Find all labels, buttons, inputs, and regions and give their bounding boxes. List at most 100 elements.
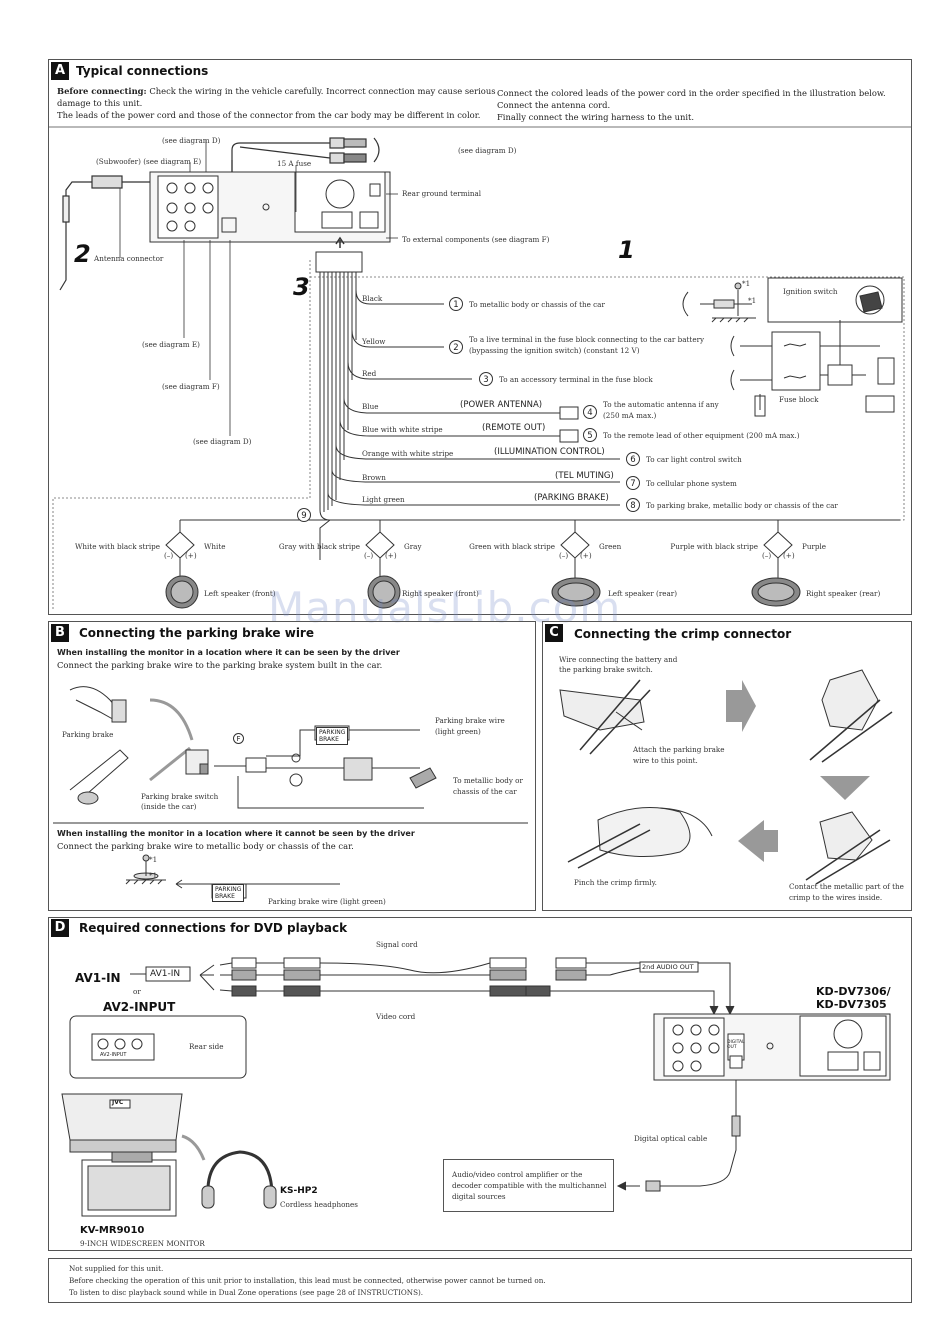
label-pb-switch-2: (inside the car): [141, 802, 197, 811]
wire-color-label: Brown: [362, 473, 386, 482]
label-see-e: (see diagram E): [142, 340, 200, 349]
wire-color-label: Light green: [362, 495, 405, 504]
label-pb-wire: Parking brake wire: [435, 716, 505, 725]
label-2nd-audio-out: 2nd AUDIO OUT: [642, 963, 694, 971]
label-or: or: [133, 987, 141, 996]
label-rear-side: Rear side: [189, 1042, 224, 1051]
pb-tag2-line-1: PARKING: [215, 886, 242, 893]
wire-color-label: Blue: [362, 402, 379, 411]
label-see-d-top: (see diagram D): [162, 136, 221, 145]
speaker-plus: (+): [185, 551, 197, 560]
speaker-minus: (–): [559, 551, 569, 560]
label-wire-conn: Wire connecting the battery and: [559, 655, 678, 664]
label-to-external: To external components (see diagram F): [402, 235, 550, 244]
speaker-positive-wire: Purple: [802, 542, 827, 551]
label-rear-ground: Rear ground terminal: [402, 189, 482, 198]
step-number-1: 1: [618, 236, 635, 264]
label-pb-switch: Parking brake switch: [141, 792, 219, 801]
label-contact-2: crimp to the wires inside.: [789, 893, 883, 902]
intro-line-2: damage to this unit.: [57, 98, 143, 108]
speaker-negative-wire: Purple with black stripe: [670, 542, 758, 551]
footer-line-2: Before checking the operation of this un…: [69, 1276, 546, 1285]
speaker-negative-wire: White with black stripe: [74, 542, 160, 551]
speaker-minus: (–): [164, 551, 174, 560]
wire-destination: To car light control switch: [646, 455, 742, 464]
speaker-negative-wire: Gray with black stripe: [278, 542, 360, 551]
speaker-name: Right speaker (rear): [806, 589, 881, 598]
label-kshp2: KS-HP2: [280, 1186, 318, 1196]
label-fuse-block: Fuse block: [779, 395, 819, 404]
section-b-sub1: When installing the monitor in a locatio…: [57, 648, 400, 657]
speaker-minus: (–): [364, 551, 374, 560]
wire-number: 2: [449, 340, 463, 354]
watermark: ManualsLib.com: [268, 583, 622, 632]
label-kvmr: KV-MR9010: [80, 1225, 145, 1236]
right-line-1: Connect the colored leads of the power c…: [497, 88, 886, 98]
wire-destination-2: (bypassing the ignition switch) (constan…: [469, 346, 640, 355]
section-d-graphics: [61, 957, 891, 1217]
jvc-logo: JVC: [112, 1099, 124, 1106]
label-to-metal-2: chassis of the car: [453, 787, 517, 796]
wire-number: 5: [583, 428, 597, 442]
speaker-minus: (–): [762, 551, 772, 560]
section-b-sub2: When installing the monitor in a locatio…: [57, 829, 415, 838]
label-to-metal: To metallic body or: [453, 776, 523, 785]
label-model-1: KD-DV7306/: [816, 985, 891, 998]
label-see-d-low: (see diagram D): [193, 437, 252, 446]
amplifier-note-box: [443, 1159, 614, 1212]
wire-bundle: [319, 272, 900, 521]
label-star1-a: *1: [742, 279, 751, 288]
wire-destination: To parking brake, metallic body or chass…: [646, 501, 838, 510]
wire-function-label: (REMOTE OUT): [482, 423, 546, 433]
label-star1-b2: *1: [149, 871, 158, 880]
speaker-wires: [165, 519, 793, 578]
label-amp-1: Audio/video control amplifier or the: [452, 1170, 583, 1179]
intro-text-1: Check the wiring in the vehicle carefull…: [149, 86, 496, 96]
label-attach: Attach the parking brake: [633, 745, 725, 754]
wire-color-label: Yellow: [362, 337, 386, 346]
label-see-d-right: (see diagram D): [458, 146, 517, 155]
speaker-name: Left speaker (rear): [608, 589, 678, 598]
speaker-positive-wire: Gray: [404, 542, 422, 551]
wire-color-label: Red: [362, 369, 377, 378]
speaker-positive-wire: White: [204, 542, 226, 551]
wire-function-label: (PARKING BRAKE): [534, 493, 609, 503]
wire-number: 1: [449, 297, 463, 311]
wire-destination-2: (250 mA max.): [603, 411, 657, 420]
intro-bold: Before connecting:: [57, 86, 147, 96]
pb-tag-line-2: BRAKE: [319, 736, 339, 743]
label-amp-3: digital sources: [452, 1192, 506, 1201]
wire-destination: To the remote lead of other equipment (2…: [603, 431, 800, 440]
head-unit-a: [149, 171, 391, 243]
label-av2-small: AV2-INPUT: [100, 1052, 127, 1058]
label-parking-brake: Parking brake: [62, 730, 114, 739]
section-c-graphics: [559, 669, 893, 885]
wire-color-label: Orange with white stripe: [362, 449, 454, 458]
section-d-letter: D: [51, 919, 69, 937]
right-line-3: Finally connect the wiring harness to th…: [497, 112, 695, 122]
wire-destination: To cellular phone system: [646, 479, 737, 488]
speaker-plus: (+): [783, 551, 795, 560]
section-b-title: Connecting the parking brake wire: [79, 626, 314, 640]
pb-tag2-line-2: BRAKE: [215, 893, 235, 900]
speaker-positive-wire: Green: [599, 542, 622, 551]
section-a-letter: A: [51, 62, 69, 80]
label-av1-in-box: AV1-IN: [150, 969, 181, 979]
wire-number: 7: [626, 476, 640, 490]
speaker-plus: (+): [580, 551, 592, 560]
speaker-name: Right speaker (front): [402, 589, 479, 598]
section-a-title: Typical connections: [76, 64, 209, 78]
right-line-2: Connect the antenna cord.: [497, 100, 611, 110]
section-b-letter: B: [51, 624, 69, 642]
label-monitor: 9-INCH WIDESCREEN MONITOR: [80, 1239, 205, 1248]
label-star1-b1: *1: [149, 855, 158, 864]
pb-tag-line-1: PARKING: [319, 729, 346, 736]
wire-destination: To a live terminal in the fuse block con…: [469, 335, 705, 344]
wire-color-label: Blue with white stripe: [362, 425, 443, 434]
speaker-graphics: [165, 575, 801, 609]
label-antenna-connector: Antenna connector: [94, 254, 164, 263]
label-attach-2: wire to this point.: [633, 756, 698, 765]
label-pinch: Pinch the crimp firmly.: [574, 878, 657, 887]
fuse-block: [730, 277, 903, 417]
